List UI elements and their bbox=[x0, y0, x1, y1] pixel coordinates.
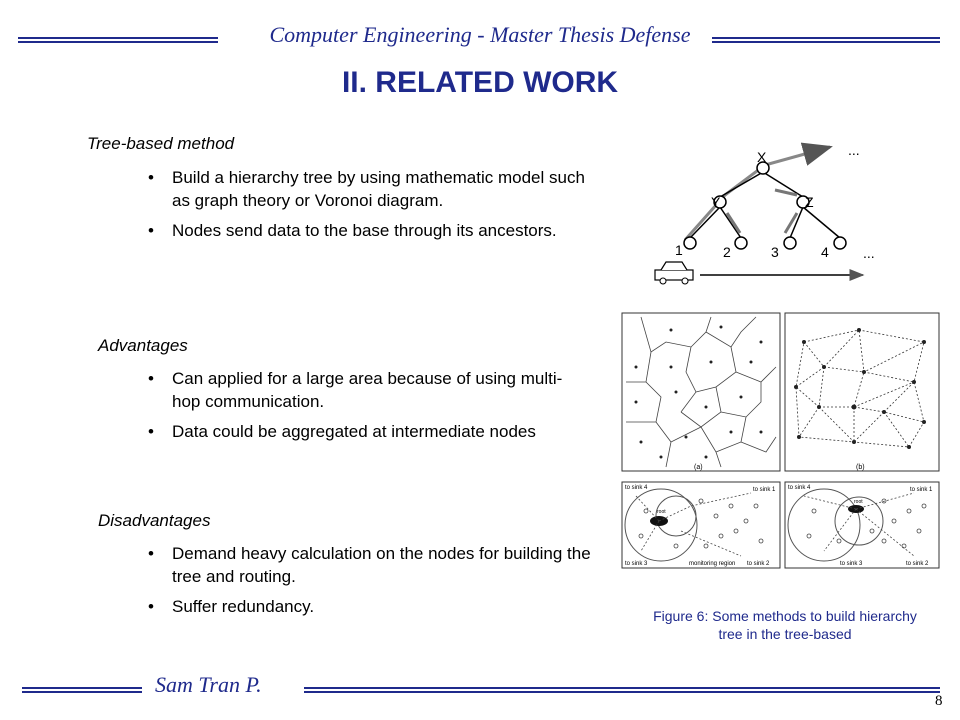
tree-label-1: 1 bbox=[675, 242, 683, 258]
sink3-label: to sink 3 bbox=[625, 561, 648, 567]
sink-diagram-left: to sink 4 to sink 1 to sink 3 to sink 2 … bbox=[621, 481, 781, 569]
root-label-right: root bbox=[854, 499, 863, 505]
sink3-label-right: to sink 3 bbox=[840, 561, 863, 567]
section-heading-advantages: Advantages bbox=[98, 336, 188, 355]
tree-label-4: 4 bbox=[821, 244, 829, 260]
panel-b-label: (b) bbox=[856, 464, 865, 471]
header-rule-left bbox=[18, 37, 218, 43]
tree-node bbox=[756, 161, 770, 175]
bullet-item: Suffer redundancy. bbox=[148, 595, 593, 618]
sink2-label-right: to sink 2 bbox=[906, 561, 929, 567]
sink4-label-right: to sink 4 bbox=[788, 485, 811, 491]
sink1-label-right: to sink 1 bbox=[910, 487, 933, 493]
tree-based-bullets: Build a hierarchy tree by using mathemat… bbox=[148, 166, 588, 249]
tree-diagram: X Y Z 1 2 3 4 ... ... bbox=[654, 142, 875, 285]
tree-node bbox=[683, 236, 697, 250]
sink4-label: to sink 4 bbox=[625, 485, 648, 491]
tree-label-2: 2 bbox=[723, 244, 731, 260]
tree-dots-bottom: ... bbox=[863, 245, 875, 261]
page-number: 8 bbox=[935, 693, 943, 709]
footer-rule-left bbox=[22, 687, 142, 693]
tree-label-x: X bbox=[757, 149, 767, 165]
bullet-item: Can applied for a large area because of … bbox=[148, 367, 588, 413]
bullet-item: Nodes send data to the base through its … bbox=[148, 219, 588, 242]
section-heading-disadvantages: Disadvantages bbox=[98, 511, 211, 530]
bullet-item: Data could be aggregated at intermediate… bbox=[148, 420, 588, 443]
monitoring-region-label: monitoring region bbox=[689, 561, 735, 567]
figure-caption: Figure 6: Some methods to build hierarch… bbox=[653, 608, 917, 642]
sink-diagram-right: to sink 4 to sink 1 to sink 3 to sink 2 … bbox=[784, 481, 940, 569]
panel-a-label: (a) bbox=[694, 464, 703, 471]
sink2-label: to sink 2 bbox=[747, 561, 770, 567]
footer-rule-right bbox=[304, 687, 940, 693]
tree-node bbox=[713, 195, 727, 209]
tree-label-y: Y bbox=[711, 194, 721, 210]
tree-dots-top: ... bbox=[848, 142, 860, 158]
root-label: root bbox=[657, 509, 666, 515]
footer-author: Sam Tran P. bbox=[155, 672, 262, 697]
header-title: Computer Engineering - Master Thesis Def… bbox=[269, 22, 691, 47]
tree-node bbox=[734, 236, 748, 250]
tree-node bbox=[783, 236, 797, 250]
disadvantages-bullets: Demand heavy calculation on the nodes fo… bbox=[148, 542, 593, 625]
tree-label-3: 3 bbox=[771, 244, 779, 260]
tree-label-z: Z bbox=[805, 194, 814, 210]
sink1-label: to sink 1 bbox=[753, 487, 776, 493]
bullet-item: Build a hierarchy tree by using mathemat… bbox=[148, 166, 588, 212]
advantages-bullets: Can applied for a large area because of … bbox=[148, 367, 588, 450]
triangulation-diagram: (b) bbox=[784, 312, 940, 472]
section-heading-tree-based: Tree-based method bbox=[87, 134, 235, 153]
slide-title: II. RELATED WORK bbox=[341, 66, 619, 99]
header-rule-right bbox=[712, 37, 940, 43]
bullet-item: Demand heavy calculation on the nodes fo… bbox=[148, 542, 593, 588]
voronoi-diagram: (a) bbox=[621, 312, 781, 472]
tree-node bbox=[796, 195, 810, 209]
tree-node bbox=[833, 236, 847, 250]
car-icon bbox=[654, 261, 694, 285]
